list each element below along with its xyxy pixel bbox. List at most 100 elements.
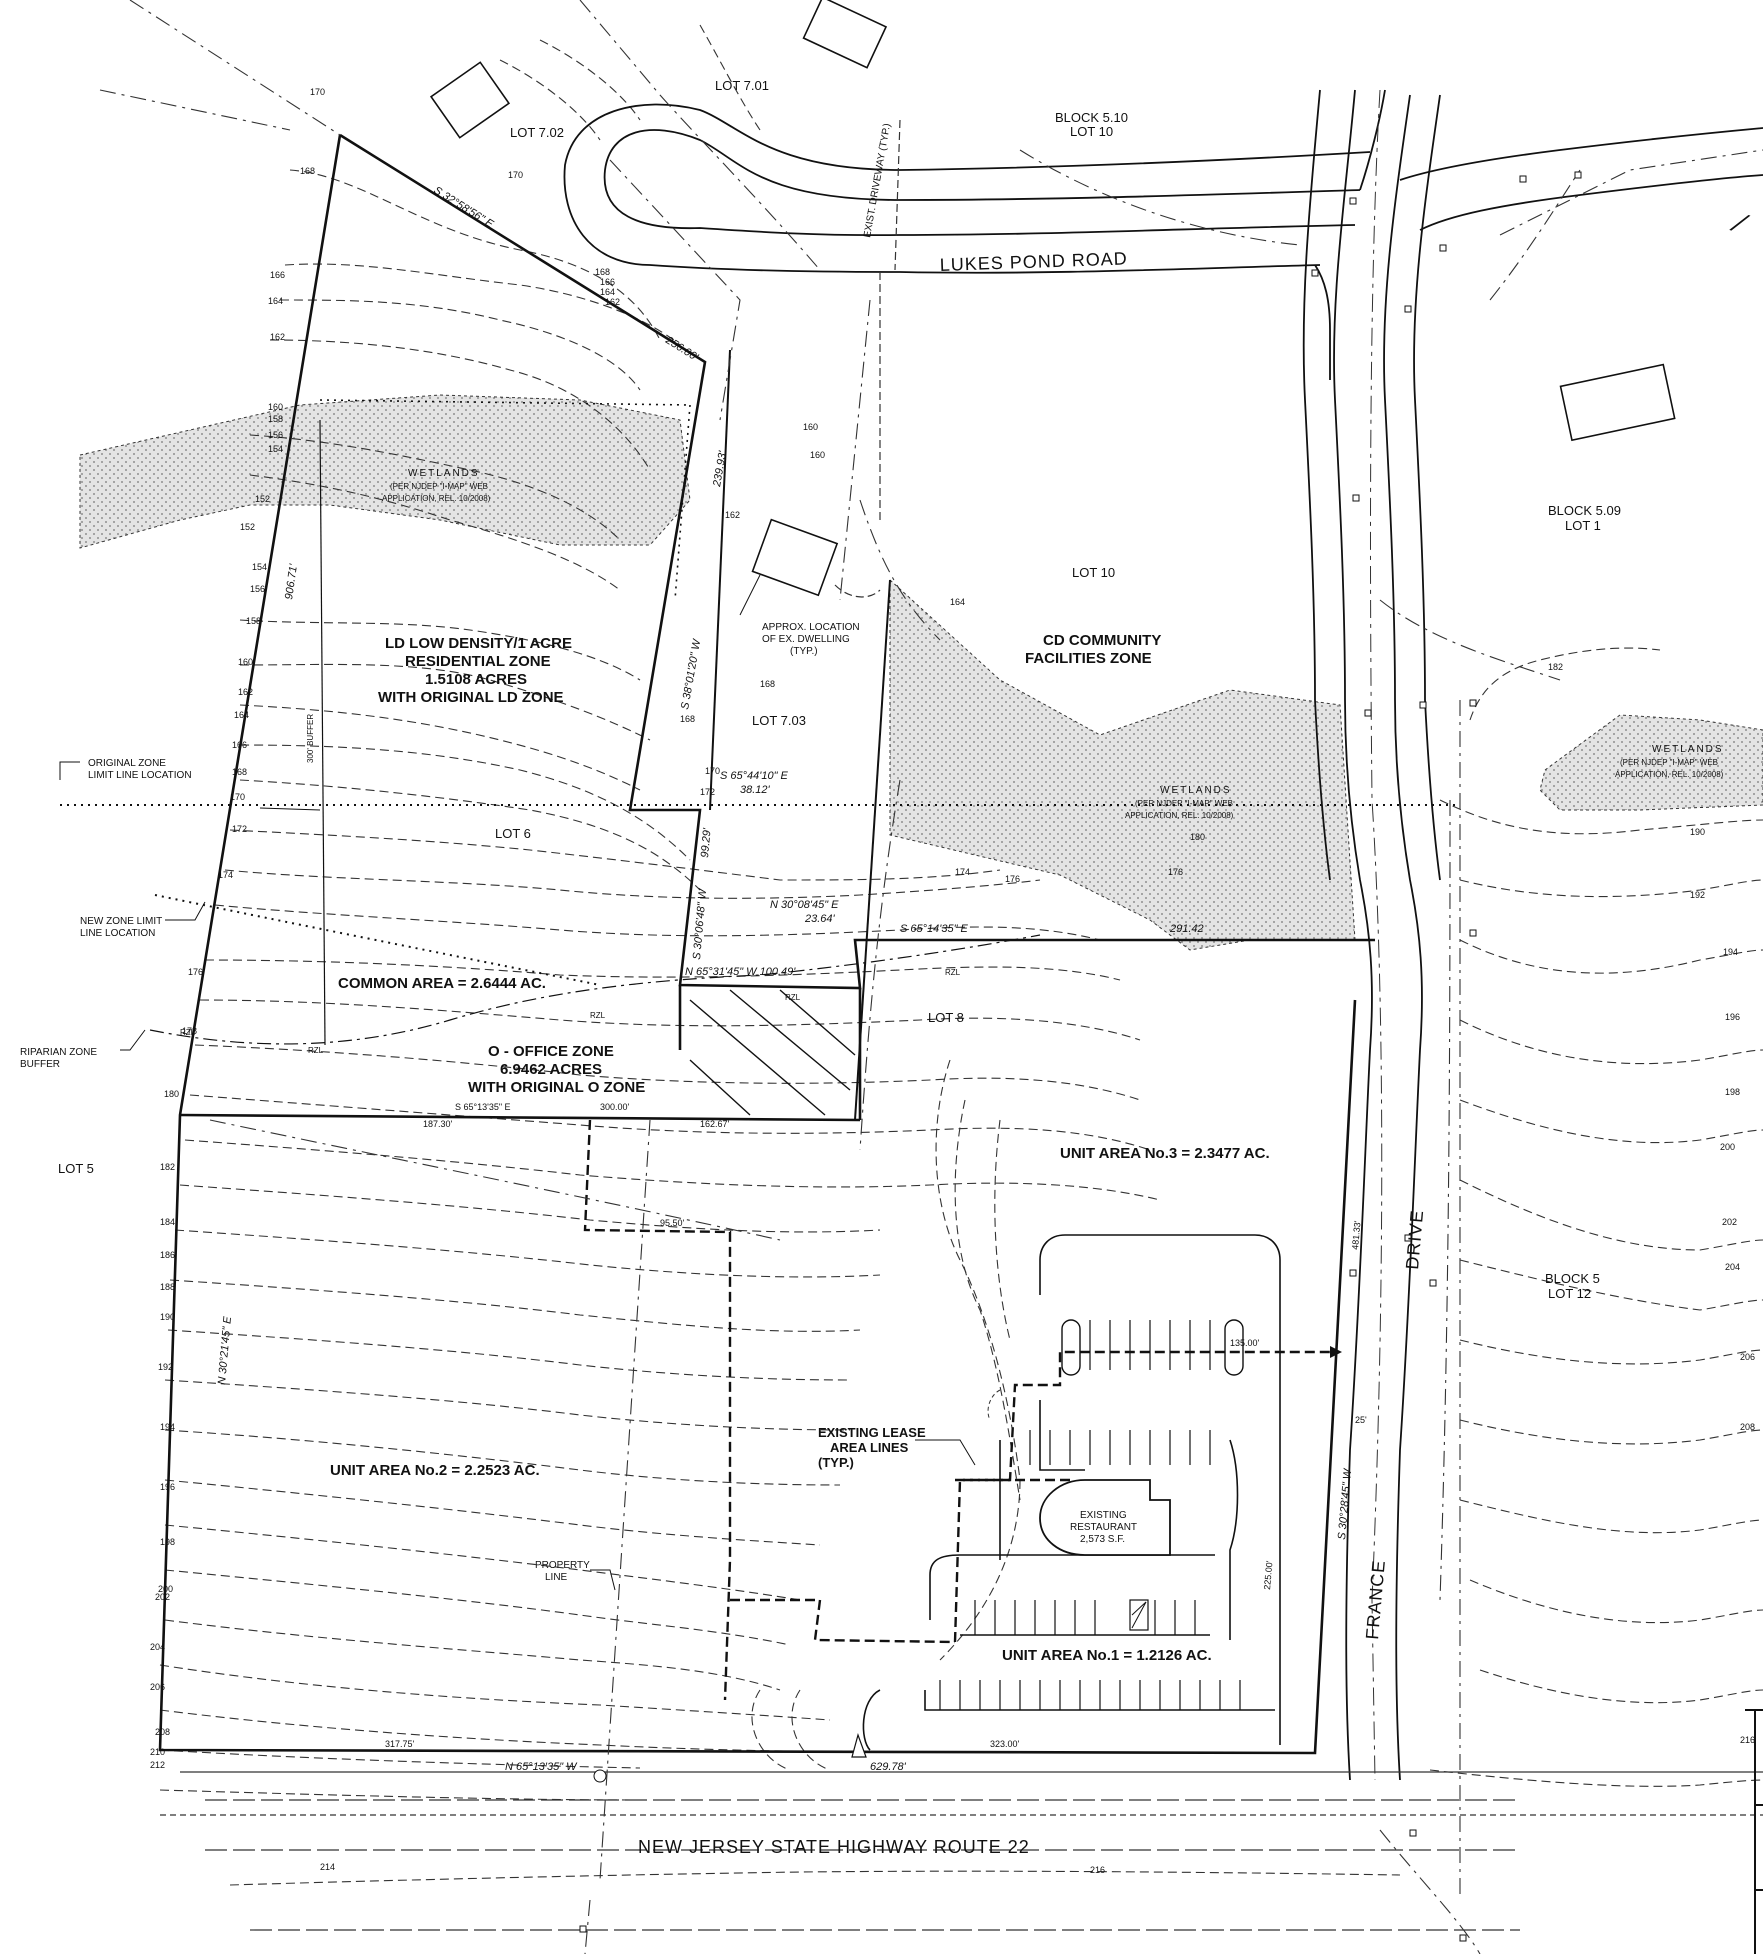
contour-label: 182 — [1548, 662, 1563, 672]
contour-label: 208 — [1740, 1422, 1755, 1432]
rzl-label-2: RZL — [308, 1046, 324, 1055]
contour-label: 168 — [595, 267, 610, 277]
svg-text:PROPERTY: PROPERTY — [535, 1560, 590, 1571]
lease-area-lines — [583, 1119, 1335, 1701]
restaurant-building — [1039, 1479, 1171, 1556]
contour-label: 194 — [1723, 947, 1738, 957]
distance-d17: 225.00' — [1262, 1560, 1275, 1590]
contour-label: 176 — [1005, 874, 1020, 884]
contour-label: 166 — [232, 740, 247, 750]
distance-d16: 323.00' — [990, 1739, 1020, 1749]
contour-label: 170 — [230, 792, 245, 802]
svg-text:(PER NJDEP "I-MAP" WEB: (PER NJDEP "I-MAP" WEB — [1620, 758, 1718, 767]
contour-label: 202 — [1722, 1217, 1737, 1227]
contour-label: 162 — [725, 510, 740, 520]
contour-label: 168 — [680, 714, 695, 724]
unit-area-2-label: UNIT AREA No.2 = 2.2523 AC. — [330, 1462, 540, 1479]
new-zone-callout: NEW ZONE LIMIT LINE LOCATION — [80, 916, 162, 939]
bearing-b11: S 30°28'45" W — [1336, 1467, 1354, 1540]
distance-d5: 23.64' — [804, 913, 836, 925]
distance-d12: 187.30' — [423, 1119, 453, 1129]
contour-label: 214 — [320, 1862, 335, 1872]
cd-zone-label: CD COMMUNITY FACILITIES ZONE — [1025, 632, 1161, 667]
contour-label: 204 — [150, 1642, 165, 1652]
contour-label: 162 — [238, 687, 253, 697]
svg-text:(PER NJDEP "I-MAP" WEB: (PER NJDEP "I-MAP" WEB — [390, 482, 488, 491]
distance-d13: 300.00' — [600, 1102, 630, 1112]
distance-d19: 95.50' — [660, 1218, 685, 1228]
svg-text:WETLANDS: WETLANDS — [408, 468, 480, 479]
svg-text:CD COMMUNITY: CD COMMUNITY — [1043, 632, 1161, 649]
riparian-zone-line — [149, 934, 1041, 1045]
svg-text:(TYP.): (TYP.) — [790, 646, 818, 657]
lot-6-label: LOT 6 — [495, 826, 531, 841]
contour-label: 154 — [268, 444, 283, 454]
existing-dwellings — [429, 0, 1676, 597]
contour-label: 170 — [508, 170, 523, 180]
svg-text:APPLICATION, REL. 10/2008): APPLICATION, REL. 10/2008) — [382, 494, 491, 503]
riparian-callout: RIPARIAN ZONE BUFFER — [20, 1047, 97, 1070]
contour-label: 216 — [1740, 1735, 1755, 1745]
lukes-pond-road — [563, 103, 1371, 274]
contour-label: 188 — [160, 1282, 175, 1292]
svg-text:RESTAURANT: RESTAURANT — [1070, 1522, 1137, 1533]
svg-text:WETLANDS: WETLANDS — [1652, 744, 1724, 755]
lot-10-label: LOT 10 — [1072, 565, 1115, 580]
svg-text:6.9462 ACRES: 6.9462 ACRES — [500, 1061, 602, 1078]
contour-label: 182 — [160, 1162, 175, 1172]
contour-label: 168 — [760, 679, 775, 689]
contour-label: 180 — [164, 1089, 179, 1099]
route-22-road — [160, 1771, 1763, 1931]
svg-text:LINE: LINE — [545, 1572, 568, 1583]
block-5-label: BLOCK 5 — [1545, 1271, 1600, 1286]
svg-text:RESIDENTIAL ZONE: RESIDENTIAL ZONE — [405, 653, 551, 670]
unit-area-1-label: UNIT AREA No.1 = 1.2126 AC. — [1002, 1647, 1212, 1664]
france-drive — [1302, 89, 1441, 1781]
contour-label: 192 — [1690, 890, 1705, 900]
restaurant-label: EXISTING RESTAURANT 2,573 S.F. — [1070, 1510, 1137, 1545]
contour-label: 178 — [182, 1026, 197, 1036]
wetlands-label-east: WETLANDS (PER NJDEP "I-MAP" WEB APPLICAT… — [1615, 744, 1724, 779]
svg-text:EXISTING: EXISTING — [1080, 1510, 1127, 1521]
svg-text:RIPARIAN ZONE: RIPARIAN ZONE — [20, 1047, 97, 1058]
bearing-b7: N 65°31'45" W 100.49' — [685, 966, 796, 978]
parking-lot — [862, 1234, 1281, 1751]
svg-text:1.5108 ACRES: 1.5108 ACRES — [425, 671, 527, 688]
svg-text:WITH ORIGINAL O ZONE: WITH ORIGINAL O ZONE — [468, 1079, 645, 1096]
contour-label: 204 — [1725, 1262, 1740, 1272]
contour-label: 210 — [150, 1747, 165, 1757]
contour-label: 160 — [810, 450, 825, 460]
contour-label: 162 — [270, 332, 285, 342]
block-5-10-lot-label: LOT 10 — [1070, 124, 1113, 139]
property-line-callout: PROPERTY LINE — [535, 1560, 590, 1583]
svg-text:EXISTING LEASE: EXISTING LEASE — [818, 1425, 926, 1440]
ld-zone-label: LD LOW DENSITY/1 ACRE RESIDENTIAL ZONE 1… — [378, 635, 572, 706]
wetlands-label-center: WETLANDS (PER NJDEP "I-MAP" WEB APPLICAT… — [1125, 785, 1234, 820]
contour-labels-misc: 1701701681661641621601601621641681681701… — [310, 87, 1205, 1875]
contour-label: 164 — [950, 597, 965, 607]
lease-callout: EXISTING LEASE AREA LINES (TYP.) — [818, 1425, 926, 1470]
contour-label: 156 — [250, 584, 265, 594]
wetland-area-west — [79, 394, 691, 549]
contour-label: 190 — [1690, 827, 1705, 837]
contour-label: 180 — [1190, 832, 1205, 842]
bearing-b9: N 30°21'45" E — [216, 1315, 234, 1385]
bearing-b1: S 32°58'56" E — [431, 184, 496, 231]
contour-label: 158 — [246, 616, 261, 626]
distance-d3: 38.12' — [740, 784, 771, 796]
svg-text:NEW ZONE LIMIT: NEW ZONE LIMIT — [80, 916, 162, 927]
contour-label: 202 — [155, 1592, 170, 1602]
contour-label: 164 — [268, 296, 283, 306]
svg-text:APPROX. LOCATION: APPROX. LOCATION — [762, 622, 860, 633]
bearing-b6: S 65°14'35" E — [900, 923, 969, 935]
contour-label: 184 — [160, 1217, 175, 1227]
contour-label: 156 — [268, 430, 283, 440]
contour-label: 170 — [310, 87, 325, 97]
distance-d10: 629.78' — [870, 1761, 907, 1773]
svg-text:LIMIT LINE LOCATION: LIMIT LINE LOCATION — [88, 770, 192, 781]
svg-text:APPLICATION, REL. 10/2008): APPLICATION, REL. 10/2008) — [1125, 811, 1234, 820]
buffer-label: 300' BUFFER — [306, 714, 315, 763]
contour-label: 192 — [158, 1362, 173, 1372]
block-5-09-lot-label: LOT 1 — [1565, 518, 1601, 533]
